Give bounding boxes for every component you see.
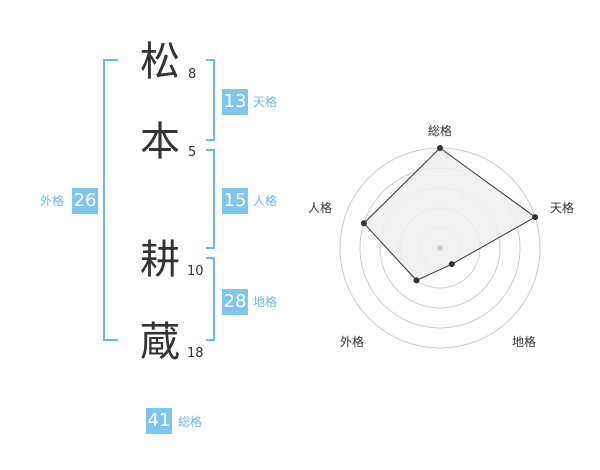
- radar-point: [532, 214, 539, 221]
- jinkaku-bracket: [206, 149, 215, 249]
- radar-polygon: [363, 147, 537, 282]
- gaikaku-label: 外格: [40, 194, 65, 208]
- tenkaku-bracket: [206, 59, 215, 141]
- name-char-2: 本: [140, 119, 180, 165]
- stroke-count-4: 18: [187, 346, 204, 361]
- radar-points: [360, 145, 539, 284]
- radar-point: [413, 277, 420, 284]
- stroke-count-2: 5: [188, 145, 197, 160]
- jinkaku-value: 15: [222, 188, 248, 214]
- radar-axis-gaikaku: 外格: [340, 335, 365, 349]
- radar-axis-chikaku: 地格: [512, 335, 537, 349]
- gaikaku-bracket: [103, 59, 118, 341]
- chikaku-value: 28: [222, 289, 248, 315]
- radar-point: [437, 145, 443, 151]
- chikaku-bracket: [206, 257, 215, 341]
- soukaku-label: 総格: [178, 415, 203, 429]
- name-char-4: 蔵: [140, 319, 180, 365]
- chikaku-label: 地格: [253, 295, 278, 309]
- gaikaku-value: 26: [72, 188, 98, 214]
- soukaku-value: 41: [146, 408, 172, 434]
- name-char-1: 松: [140, 39, 180, 85]
- tenkaku-value: 13: [222, 89, 248, 115]
- stroke-count-1: 8: [188, 67, 197, 82]
- radar-axis-jinkaku: 人格: [308, 201, 333, 215]
- radar-axis-tenkaku: 天格: [550, 201, 575, 215]
- radar-center-dot: [437, 245, 443, 251]
- radar-point: [448, 261, 455, 268]
- name-char-3: 耕: [140, 237, 180, 283]
- radar-point: [360, 220, 367, 227]
- jinkaku-label: 人格: [253, 194, 278, 208]
- stroke-count-3: 10: [187, 264, 204, 279]
- tenkaku-label: 天格: [253, 95, 278, 109]
- radar-axis-soukaku: 総格: [428, 124, 453, 138]
